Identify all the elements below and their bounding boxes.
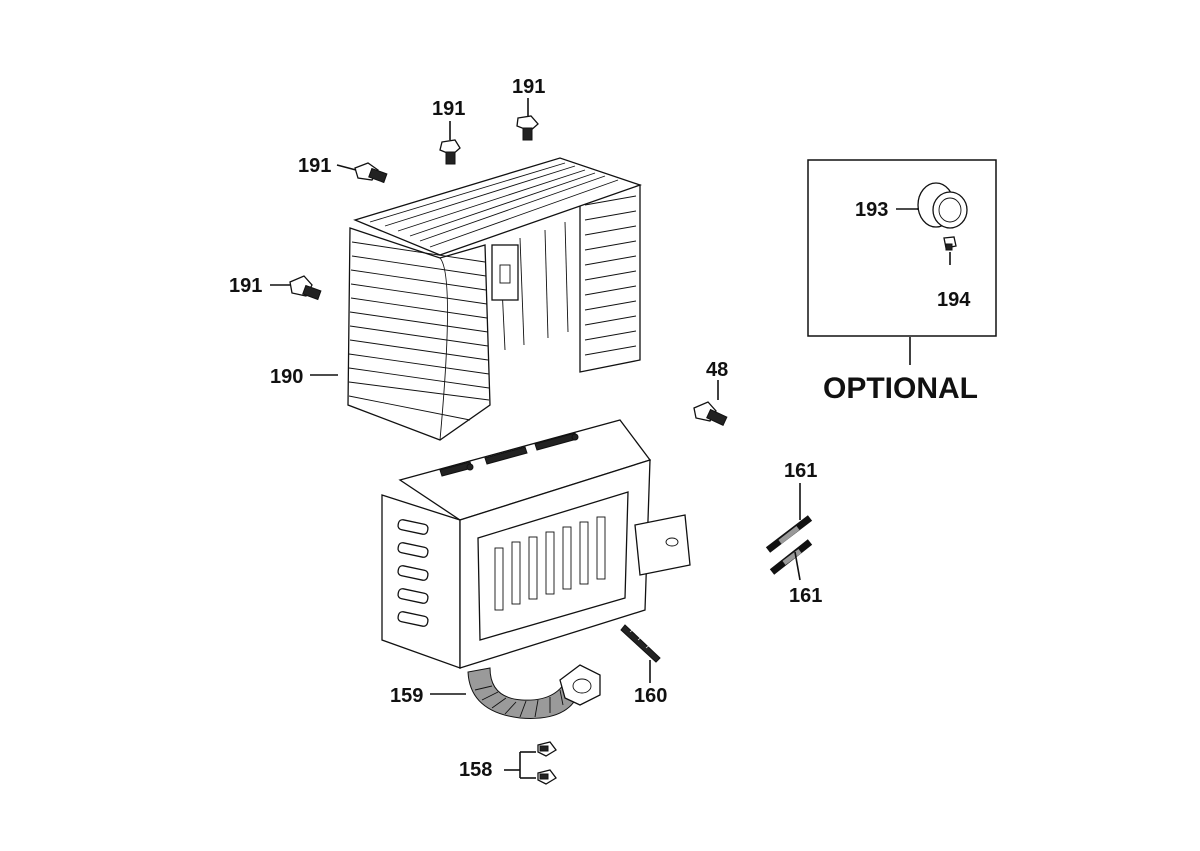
callout-159: 159 (390, 685, 423, 707)
callout-48: 48 (706, 359, 728, 381)
callout-191-side: 191 (229, 275, 262, 297)
nut-158-upper (537, 741, 557, 757)
bolt-191-top (516, 115, 539, 141)
stud-161-lower (769, 539, 813, 575)
callout-160: 160 (634, 685, 667, 707)
spark-arrestor-screen (620, 624, 661, 663)
heat-shield-cage (347, 157, 642, 441)
bolt-191-mid (439, 139, 461, 165)
optional-label: OPTIONAL (823, 372, 978, 405)
bolt-191-side (289, 275, 322, 301)
leader-lines (270, 98, 951, 779)
stud-161-upper (765, 515, 813, 553)
screw-194 (943, 236, 957, 251)
exhaust-elbow-pipe (467, 664, 601, 719)
callout-194: 194 (937, 289, 971, 311)
callout-158: 158 (459, 759, 492, 781)
callout-161-upper: 161 (784, 460, 817, 482)
callout-191-left: 191 (298, 155, 331, 177)
bolt-191-left (354, 162, 388, 184)
callout-193: 193 (855, 199, 888, 221)
optional-parts-box (807, 159, 997, 365)
muffler-housing (381, 419, 691, 669)
callout-190: 190 (270, 366, 303, 388)
bolt-48 (693, 401, 728, 426)
callout-191-mid: 191 (432, 98, 465, 120)
nut-158-lower (537, 769, 557, 785)
tailpipe-193 (917, 182, 968, 229)
callout-191-top: 191 (512, 76, 545, 98)
callout-161-lower: 161 (789, 585, 822, 607)
